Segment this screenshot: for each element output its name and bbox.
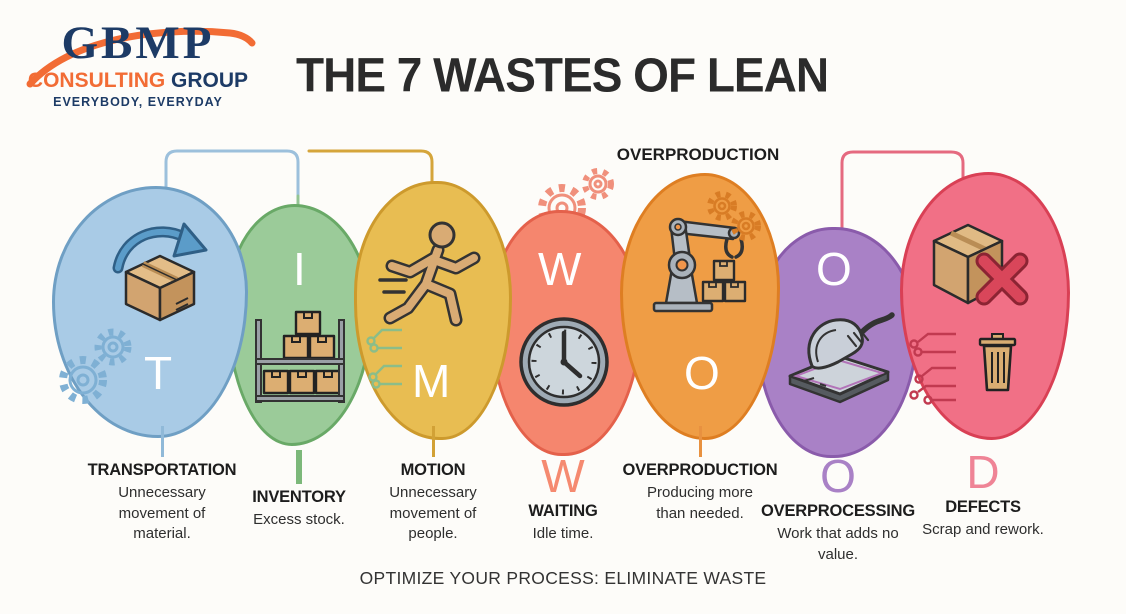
- connector-letter-w: W: [541, 450, 585, 502]
- logo-subtitle: CONSULTING GROUP: [18, 69, 258, 93]
- waste-name: OVERPROCESSING: [761, 502, 915, 520]
- trash-icon: [978, 333, 1017, 392]
- running-person-icon: [378, 221, 481, 327]
- connector-line: [160, 426, 164, 457]
- waste-label-motion: MOTION Unnecessary movement of people.: [358, 426, 508, 545]
- waste-label-overprocessing: O OVERPROCESSING Work that adds no value…: [760, 452, 916, 565]
- waste-description: Idle time.: [532, 525, 594, 542]
- logo-tagline: EVERYBODY, EVERYDAY: [53, 95, 223, 109]
- blob-letter-m: M: [412, 355, 451, 407]
- waste-label-transportation: TRANSPORTATION Unnecessary movement of m…: [87, 426, 237, 545]
- waste-name: DEFECTS: [945, 498, 1021, 516]
- gears-icon: [707, 191, 761, 241]
- waste-description: Unnecessary movement of material.: [118, 484, 206, 543]
- blob-letter-i: I: [293, 243, 306, 295]
- gbmp-logo: GBMP CONSULTING GROUP EVERYBODY, EVERYDA…: [18, 18, 258, 109]
- waste-label-overproduction: OVERPRODUCTION Producing more than neede…: [620, 426, 780, 524]
- connector-letter-i: [296, 450, 302, 484]
- gears-icon: [59, 328, 132, 404]
- waste-label-inventory: INVENTORY Excess stock.: [224, 450, 374, 531]
- blob-letter-o2: O: [816, 243, 852, 295]
- defect-box-icon: [932, 223, 1029, 306]
- footer-tagline: OPTIMIZE YOUR PROCESS: ELIMINATE WASTE: [359, 568, 767, 588]
- overproduction-top-label: OVERPRODUCTION: [616, 145, 780, 164]
- circuit-icon: [909, 332, 956, 405]
- robot-arm-boxes-icon: [652, 217, 747, 313]
- blob-letter-o1: O: [684, 347, 720, 399]
- blob-letter-w: W: [538, 243, 582, 295]
- waste-description: Producing more than needed.: [647, 484, 753, 522]
- waste-description: Unnecessary movement of people.: [389, 484, 477, 543]
- waste-name: MOTION: [400, 461, 466, 479]
- connector-line: [431, 426, 435, 457]
- waste-name: INVENTORY: [252, 488, 346, 506]
- waste-description: Scrap and rework.: [922, 521, 1044, 538]
- waste-name: TRANSPORTATION: [87, 461, 237, 479]
- connector-letter-d: D: [966, 446, 1000, 498]
- connector-letter-o: O: [820, 450, 856, 502]
- connector-line: [698, 426, 702, 457]
- box-with-arrow-icon: [112, 222, 208, 322]
- circuit-icon: [366, 328, 402, 389]
- waste-description: Excess stock.: [253, 511, 345, 528]
- logo-word-consulting: CONSULTING: [27, 69, 166, 92]
- logo-word-group: GROUP: [171, 69, 249, 92]
- blob-letter-t: T: [144, 347, 173, 399]
- shelf-boxes-icon: [255, 310, 345, 403]
- waste-description: Work that adds no value.: [777, 525, 899, 563]
- page-title: THE 7 WASTES OF LEAN: [296, 47, 829, 103]
- waste-name: OVERPRODUCTION: [622, 461, 778, 479]
- waste-label-waiting: W WAITING Idle time.: [488, 452, 638, 545]
- waste-name: WAITING: [528, 502, 598, 520]
- logo-swoosh-icon: [26, 27, 256, 88]
- logo-brand-name: GBMP: [61, 17, 215, 69]
- waste-label-defects: D DEFECTS Scrap and rework.: [908, 448, 1058, 541]
- clock-icon: [519, 317, 609, 407]
- sander-icon: [788, 312, 895, 404]
